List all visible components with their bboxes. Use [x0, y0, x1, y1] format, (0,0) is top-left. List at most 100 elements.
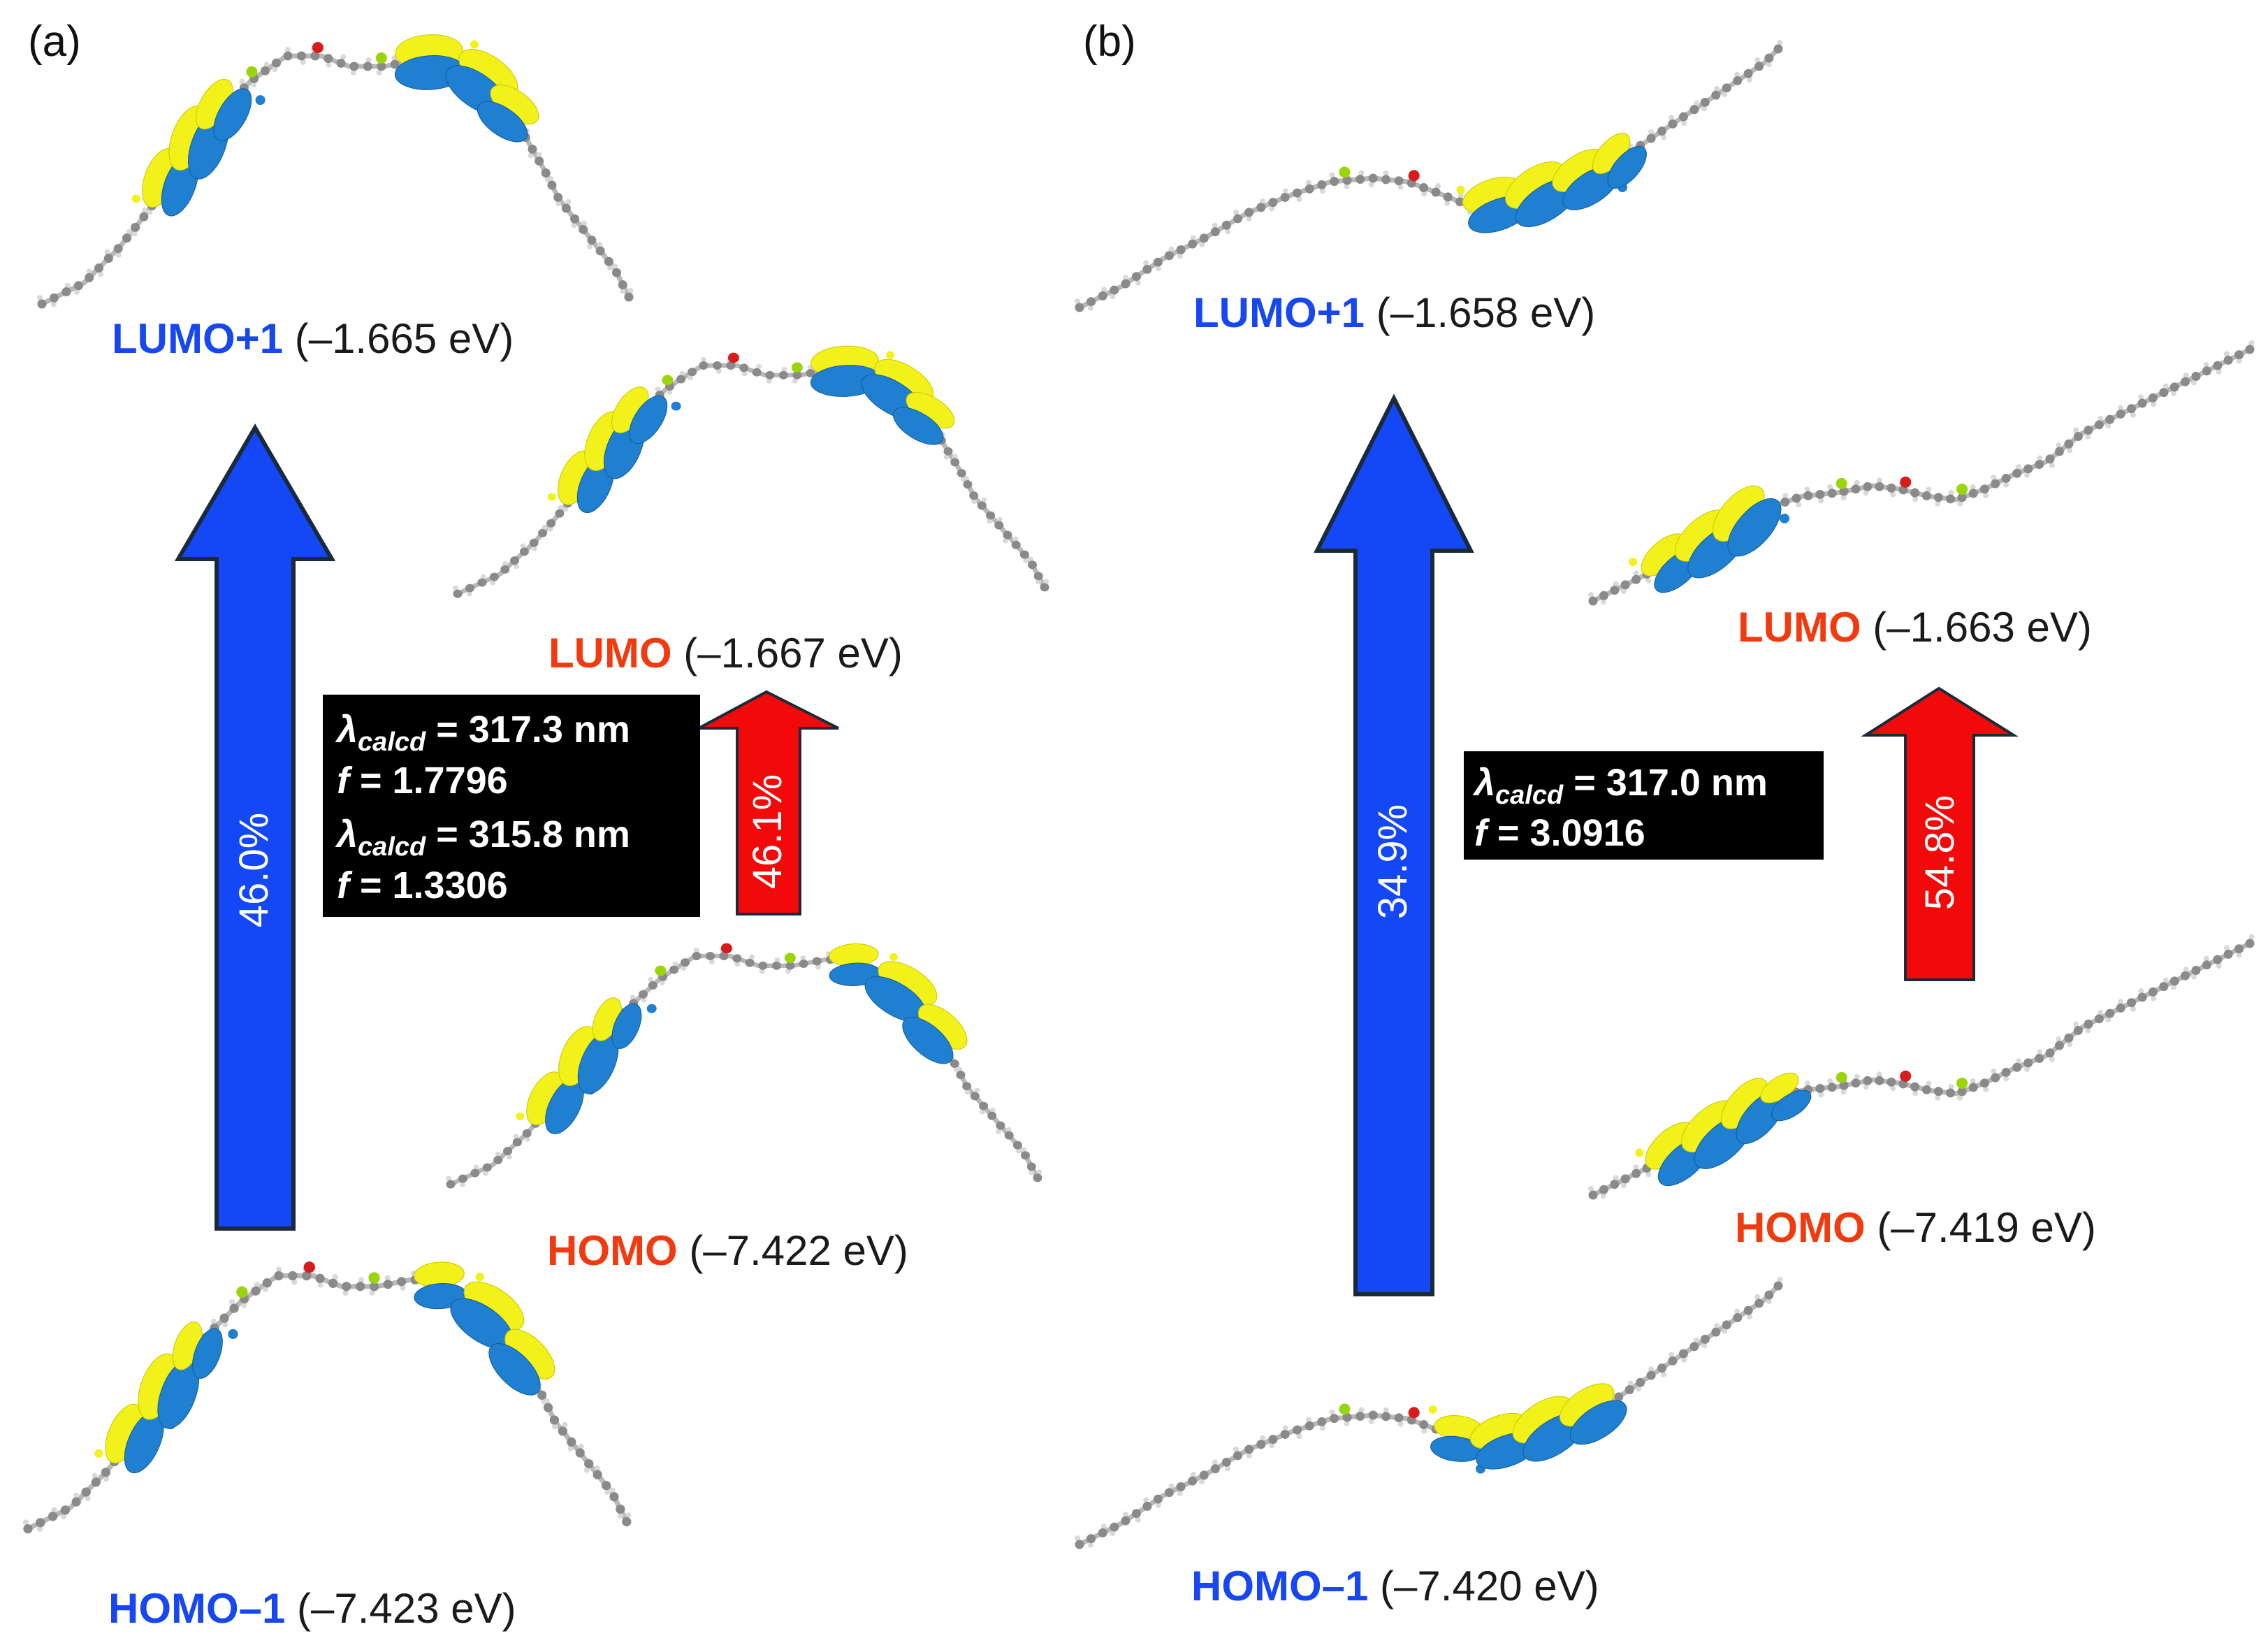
carbon-atom	[1610, 1180, 1620, 1189]
orbital-lobe-small	[94, 1449, 103, 1458]
carbon-atom	[1293, 188, 1302, 198]
carbon-atom	[2159, 388, 2169, 398]
hydrogen-atom	[2183, 372, 2189, 379]
fluorine-atom	[791, 362, 803, 373]
carbon-atom	[1910, 488, 1920, 498]
hydrogen-atom	[126, 229, 132, 235]
carbon-atom	[1342, 1412, 1352, 1422]
hydrogen-atom	[1143, 260, 1149, 266]
hydrogen-atom	[2085, 433, 2091, 440]
hydrogen-atom	[2162, 383, 2169, 389]
orbital-lobe-blue	[892, 407, 944, 445]
hydrogen-atom	[2150, 401, 2156, 407]
orbital-lobe-pair	[1592, 133, 1647, 189]
fluorine-atom	[655, 965, 667, 976]
hydrogen-atom	[1983, 1086, 1989, 1092]
hydrogen-atom	[1168, 246, 1175, 252]
carbon-atom	[2073, 432, 2083, 442]
hydrogen-atom	[531, 546, 537, 551]
carbon-atom	[36, 1518, 45, 1528]
hydrogen-atom	[981, 497, 987, 502]
hydrogen-atom	[513, 1134, 519, 1139]
carbon-atom	[2202, 960, 2211, 970]
hydrogen-atom	[1035, 579, 1042, 585]
carbon-atom	[377, 61, 386, 71]
hydrogen-atom	[2190, 379, 2197, 386]
carbon-atom	[1086, 297, 1096, 307]
f-value: = 1.3306	[349, 864, 508, 906]
carbon-atom	[503, 1147, 513, 1156]
carbon-atom	[1221, 1457, 1231, 1467]
hydrogen-atom	[400, 1284, 406, 1291]
carbon-atom	[2245, 345, 2255, 354]
hydrogen-atom	[2130, 412, 2136, 418]
hydrogen-atom	[1421, 191, 1427, 197]
carbon-atom	[604, 256, 613, 266]
carbon-atom	[283, 51, 293, 61]
hydrogen-atom	[1358, 170, 1365, 176]
carbon-atom	[383, 1280, 393, 1289]
carbon-atom	[1033, 1173, 1042, 1182]
carbon-atom	[1733, 76, 1743, 86]
carbon-atom	[994, 521, 1004, 530]
hydrogen-atom	[263, 61, 270, 68]
transition-percent-b-homo: 54.8%	[1917, 795, 1963, 910]
hydrogen-atom	[1002, 538, 1008, 544]
carbon-atom	[1921, 1085, 1931, 1094]
orbital-lobe-blue	[1771, 1090, 1812, 1122]
hydrogen-atom	[495, 1151, 501, 1157]
hydrogen-atom	[1123, 274, 1129, 280]
oxygen-atom	[1900, 476, 1912, 488]
molecule-homo-minus-1-b	[1075, 1277, 1783, 1549]
panel-b-label: (b)	[1083, 17, 1136, 66]
hydrogen-atom	[1766, 1298, 1772, 1305]
carbon-atom	[963, 480, 973, 489]
carbon-atom	[274, 1271, 284, 1281]
hydrogen-atom	[446, 1175, 451, 1181]
hydrogen-atom	[2056, 1036, 2062, 1043]
orbital-lobe-blue	[477, 101, 528, 143]
transition-percent-a-homo-minus-1: 46.0%	[231, 813, 277, 927]
hydrogen-atom	[1701, 1342, 1708, 1349]
hydrogen-atom	[2216, 963, 2222, 969]
orbital-lobe-pair	[488, 1329, 555, 1396]
carbon-atom	[575, 1448, 585, 1458]
carbon-atom	[1620, 580, 1630, 590]
carbon-atom	[2245, 939, 2255, 948]
hydrogen-atom	[1876, 1071, 1882, 1078]
hydrogen-atom	[1714, 1323, 1720, 1329]
hydrogen-atom	[332, 1273, 338, 1280]
fluorine-atom	[375, 52, 387, 64]
hydrogen-atom	[2067, 447, 2073, 454]
hydrogen-atom	[1075, 1535, 1080, 1541]
carbon-atom	[1614, 1392, 1624, 1402]
hydrogen-atom	[571, 222, 577, 229]
orbital-lobe-small	[1780, 513, 1790, 523]
orbital-lobe-pair	[182, 78, 266, 141]
hydrogen-atom	[785, 969, 791, 974]
orbital-lobe-blue	[488, 1342, 541, 1396]
carbon-atom	[979, 1101, 989, 1110]
hydrogen-atom	[2170, 984, 2176, 990]
carbon-atom	[2084, 1020, 2093, 1029]
orbital-lobe-small	[646, 1004, 657, 1013]
hydrogen-atom	[1722, 1328, 1728, 1334]
carbon-atom	[272, 58, 282, 68]
carbon-atom	[1368, 173, 1378, 183]
hydrogen-atom	[2073, 1021, 2079, 1027]
carbon-atom	[1773, 44, 1783, 54]
orbital-lobe-blue	[629, 395, 668, 444]
calc-box-b-bg	[1464, 751, 1824, 860]
carbon-atom	[2084, 426, 2093, 435]
orbital-lobe-pair	[138, 1353, 200, 1429]
hydrogen-atom	[679, 370, 685, 376]
hydrogen-atom	[240, 1302, 247, 1308]
hydrogen-atom	[648, 977, 654, 983]
hydrogen-atom	[681, 965, 687, 971]
hydrogen-atom	[562, 1421, 568, 1428]
hydrogen-atom	[2105, 1017, 2111, 1023]
hydrogen-atom	[254, 1281, 260, 1288]
carbon-atom	[1268, 198, 1278, 208]
hydrogen-atom	[1948, 489, 1954, 495]
carbon-atom	[1131, 272, 1141, 282]
